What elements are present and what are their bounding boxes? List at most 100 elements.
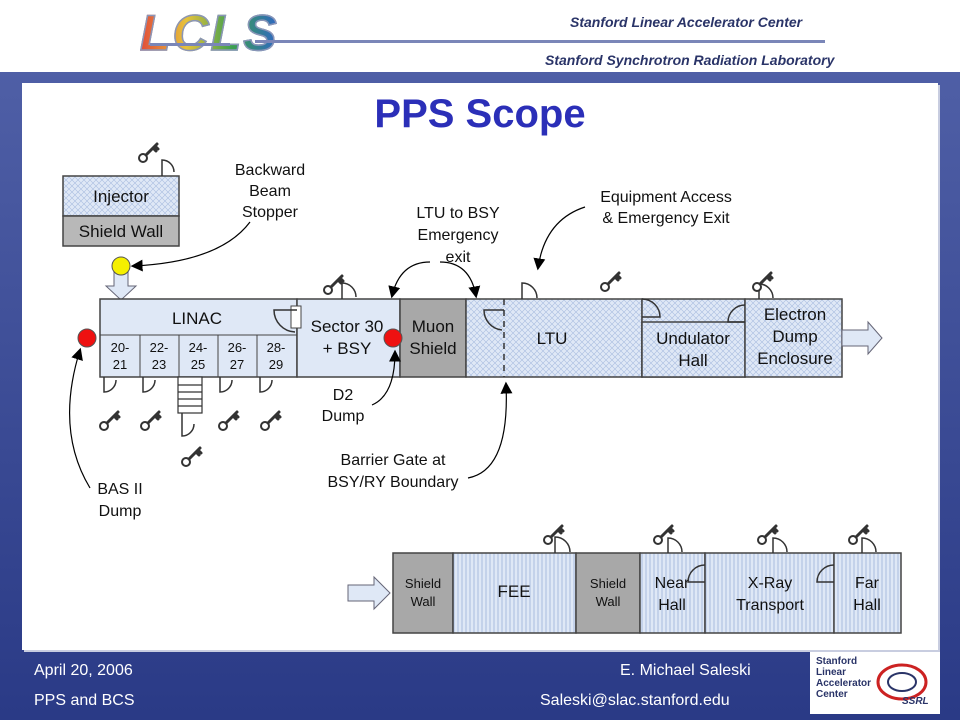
linac-key-icon-2 <box>139 410 162 432</box>
near-label-2: Hall <box>658 597 686 614</box>
injector-shield-label: Shield Wall <box>79 222 163 241</box>
backward-label-3: Stopper <box>242 204 299 221</box>
sector30-top-door-icon <box>341 282 357 299</box>
near-door-icon <box>667 537 683 553</box>
muon-shield-box <box>399 298 467 378</box>
shield2-label-1: Shield <box>590 576 626 591</box>
slac-line-3: Accelerator <box>816 678 872 689</box>
sector-26-label: 26- <box>228 340 247 355</box>
undulator-label-1: Undulator <box>656 329 730 348</box>
d2-label-2: Dump <box>322 408 365 425</box>
muon-label-2: Shield <box>409 339 456 358</box>
slac-line-1: Stanford <box>816 656 858 667</box>
sector-29-label: 29 <box>269 357 283 372</box>
lcls-logo: LCLS <box>139 4 279 62</box>
fee-door-icon <box>554 536 571 553</box>
xray-label-2: Transport <box>736 597 804 614</box>
d2-label-1: D2 <box>333 387 354 404</box>
muon-label-1: Muon <box>412 317 455 336</box>
far-label-1: Far <box>855 575 880 592</box>
sector30-key-icon <box>322 274 345 296</box>
xray-transport-box <box>704 552 835 634</box>
sector-22-label: 22- <box>150 340 169 355</box>
footer-topic: PPS and BCS <box>34 692 135 709</box>
sector30-label-2: + BSY <box>323 339 372 358</box>
ltu-top-door-icon <box>521 282 538 299</box>
slac-logo-text: Stanford Linear Accelerator Center <box>816 656 871 700</box>
sector-25-label: 25 <box>191 357 205 372</box>
linac-label: LINAC <box>172 309 222 328</box>
linac-key-icon-5 <box>180 446 203 468</box>
fee-label: FEE <box>497 582 530 601</box>
footer-email: Saleski@slac.stanford.edu <box>540 692 730 709</box>
dump-door-icon <box>727 304 746 323</box>
bas-label-2: Dump <box>99 503 142 520</box>
barrier-label-1: Barrier Gate at <box>341 452 446 469</box>
near-label-1: Near <box>655 575 690 592</box>
sector30-label-1: Sector 30 <box>311 317 384 336</box>
dump-label-3: Enclosure <box>757 349 833 368</box>
ltu-bsy-label-1: LTU to BSY <box>416 205 500 222</box>
ssrl-logo-text: SSRL <box>902 696 929 707</box>
ltu-bsy-label-3: exit <box>446 249 471 266</box>
injector-shield-wall <box>62 215 180 247</box>
far-key-icon <box>847 524 870 546</box>
callouts: Backward Beam Stopper LTU to BSY Emergen… <box>97 162 731 520</box>
header-ssrl: Stanford Synchrotron Radiation Laborator… <box>545 52 835 68</box>
undulator-door-icon <box>641 298 661 318</box>
dump-label-2: Dump <box>772 327 817 346</box>
far-top-door-icon <box>861 537 877 553</box>
footer-author: E. Michael Saleski <box>620 662 751 679</box>
footer-date: April 20, 2006 <box>34 662 133 679</box>
linac-stairs-icon <box>177 376 203 414</box>
undulator-key-icon <box>599 271 622 293</box>
injector-door-icon <box>161 159 175 176</box>
slac-ssrl-logo: Stanford Linear Accelerator Center SSRL <box>810 652 940 714</box>
bottom-beam-arrow-icon <box>347 575 391 611</box>
header-bar: LCLS Stanford Linear Accelerator Center … <box>0 0 960 72</box>
slide-title: PPS Scope <box>374 92 586 136</box>
sector-20-label: 20- <box>111 340 130 355</box>
linac-key-icon-3 <box>217 410 240 432</box>
barrier-label-2: BSY/RY Boundary <box>327 474 458 491</box>
ltu-inner-door-icon <box>483 309 504 331</box>
backward-label-2: Beam <box>249 183 291 200</box>
backward-label-1: Backward <box>235 162 305 179</box>
injector-label: Injector <box>93 187 149 206</box>
xray-label-1: X-Ray <box>748 575 792 592</box>
header-rule-2 <box>150 43 230 46</box>
ssrl-ring-icon <box>876 663 928 701</box>
bas-ii-dump-indicator <box>77 328 97 348</box>
near-key-icon <box>652 524 675 546</box>
near-hall-box <box>639 552 706 634</box>
xray-key-icon <box>756 524 779 546</box>
d2-dump-indicator <box>383 328 403 348</box>
sector-24-label: 24- <box>189 340 208 355</box>
fee-key-icon <box>542 524 565 546</box>
beam-exit-arrow-icon <box>841 320 883 356</box>
header-rule-1 <box>255 40 825 43</box>
linac-door-icons <box>103 377 273 437</box>
sector30-box <box>296 298 401 378</box>
undulator-label-2: Hall <box>678 351 707 370</box>
bottom-shield-wall-1 <box>392 552 454 634</box>
injector-down-arrow-icon <box>104 271 138 301</box>
linac-sectors: 20- 21 22- 23 24- 25 26- 27 28- 29 <box>111 335 286 377</box>
slac-line-4: Center <box>816 689 848 700</box>
shield1-label-2: Wall <box>411 594 436 609</box>
slac-line-2: Linear <box>816 667 847 678</box>
linac-key-icon-4 <box>259 410 282 432</box>
far-label-2: Hall <box>853 597 881 614</box>
header-slac: Stanford Linear Accelerator Center <box>570 14 803 30</box>
xray-top-door-icon <box>772 537 788 553</box>
far-door-icon <box>816 564 835 583</box>
dump-label-1: Electron <box>764 305 826 324</box>
sector-28-label: 28- <box>267 340 286 355</box>
shield2-label-2: Wall <box>596 594 621 609</box>
callout-arrows <box>69 206 586 489</box>
equip-label-2: & Emergency Exit <box>602 210 730 227</box>
sector30-door-icon <box>273 309 297 333</box>
linac-key-icon-1 <box>98 410 121 432</box>
sector-21-label: 21 <box>113 357 127 372</box>
